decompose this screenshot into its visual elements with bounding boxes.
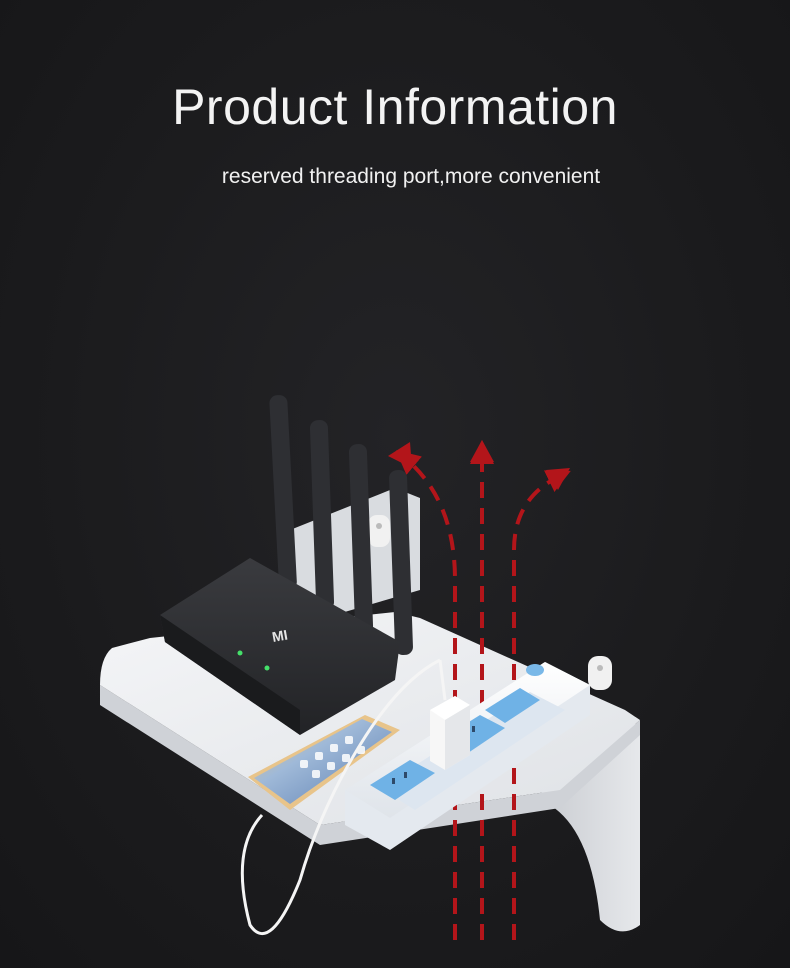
charging-cables xyxy=(240,658,447,936)
smartphone xyxy=(248,715,400,810)
router-status-light xyxy=(264,665,270,671)
router-status-light xyxy=(237,650,243,656)
curved-arrow-right-icon xyxy=(512,470,571,940)
curved-arrow-left-icon xyxy=(395,450,457,940)
product-illustration: MI xyxy=(100,395,640,940)
arrow-heads xyxy=(388,440,570,490)
arrow-head-up-icon xyxy=(470,440,494,462)
shelf-edge xyxy=(100,685,640,845)
hook-back xyxy=(368,515,390,547)
router-antennas xyxy=(269,395,413,655)
router-logo: MI xyxy=(271,626,289,644)
usb-charger xyxy=(430,696,470,770)
hook-right xyxy=(588,656,612,690)
page-title: Product Information xyxy=(172,79,618,135)
page-subtitle: reserved threading port,more convenient xyxy=(221,165,601,188)
cable-arrows xyxy=(395,440,571,940)
arrow-head-left-icon xyxy=(388,442,412,468)
power-switch xyxy=(526,664,544,676)
router: MI xyxy=(160,558,400,735)
arrow-head-right-icon xyxy=(546,468,570,490)
